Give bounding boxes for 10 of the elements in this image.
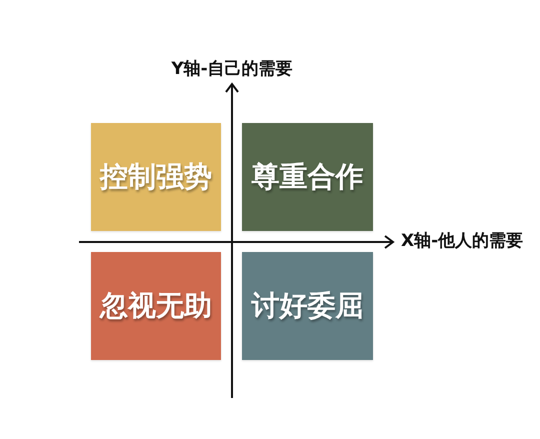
quadrant-label: 控制强势 xyxy=(100,163,212,191)
quadrant-label: 尊重合作 xyxy=(252,163,364,191)
axis-label: X轴-他人的需要 xyxy=(401,230,524,252)
quadrant-box xyxy=(242,252,373,360)
quadrant-box xyxy=(242,123,373,231)
quadrant-label: 讨好委屈 xyxy=(252,292,364,320)
quadrant-box xyxy=(91,252,221,360)
quadrant-label: 忽视无助 xyxy=(100,292,212,320)
axis-label: Y轴-自己的需要 xyxy=(171,58,293,80)
quadrant-box xyxy=(91,123,221,231)
